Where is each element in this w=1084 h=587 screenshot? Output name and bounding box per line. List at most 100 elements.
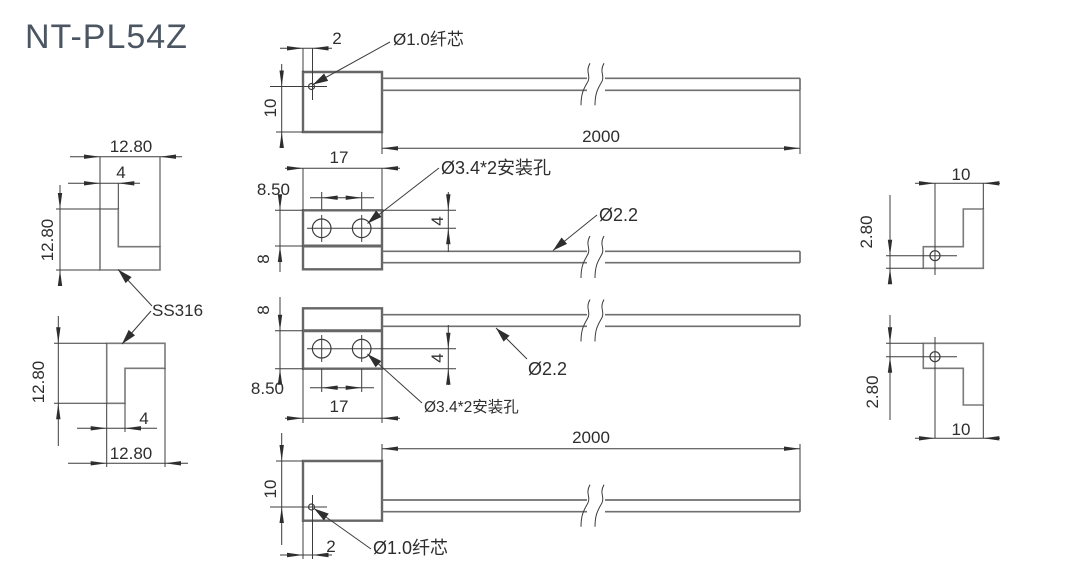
dimension-arrowhead: [277, 194, 283, 211]
dimension-arrowhead: [919, 436, 935, 441]
dimension-arrowhead: [56, 327, 61, 344]
dimension-arrowhead: [382, 446, 398, 451]
dimension-arrowhead: [279, 507, 284, 523]
dimension-arrowhead: [84, 154, 100, 159]
label-material: SS316: [152, 301, 203, 320]
leader-arrowhead: [367, 210, 382, 224]
dimension-arrowhead: [312, 46, 329, 51]
dim-hole-edge-lower: 4: [428, 353, 447, 362]
dim-plate-height-lower: 8: [254, 305, 273, 314]
leader-arrowhead: [553, 237, 568, 251]
dim-head-height-bottom: 10: [261, 480, 280, 499]
dimension-arrowhead: [784, 446, 800, 451]
dimension-arrowhead: [279, 445, 284, 461]
dimension-arrowhead: [382, 146, 398, 151]
dimension-arrowhead: [321, 385, 338, 390]
label-fiber-core-top: Ø1.0纤芯: [393, 30, 464, 49]
dim-bracket-width-lower: 12.80: [110, 444, 153, 463]
dimension-arrowhead: [279, 132, 284, 148]
end-view-upper: [886, 182, 1000, 282]
dim-hole-spacing-lower: 8.50: [251, 379, 284, 398]
dim-fiber-offset-bottom: 2: [326, 537, 335, 556]
leader-arrowhead: [122, 329, 136, 344]
dimension-arrowhead: [160, 154, 176, 159]
label-cable-diameter-upper: Ø2.2: [599, 205, 638, 225]
label-cable-diameter-lower: Ø2.2: [528, 359, 567, 379]
leader-arrowhead: [496, 328, 510, 342]
top-view-dimensions: [270, 41, 801, 154]
dimension-arrowhead: [90, 426, 107, 431]
dimension-arrowhead: [887, 356, 893, 373]
leader-arrowhead: [367, 354, 382, 368]
dimension-arrowhead: [277, 246, 283, 262]
dim-bracket-width-upper: 12.80: [110, 137, 153, 156]
leader-arrowhead: [313, 73, 329, 85]
dimension-text: 2 Ø1.0纤芯 10 2000 17 8.50 Ø3.4*2安装孔 4 8 Ø…: [29, 29, 970, 558]
dimension-arrowhead: [165, 461, 181, 466]
label-mounting-holes-upper: Ø3.4*2安装孔: [441, 158, 551, 178]
dim-cable-length-bottom: 2000: [572, 428, 610, 447]
dimension-arrowhead: [446, 368, 451, 385]
dim-body-width-lower: 17: [330, 397, 349, 416]
dim-body-width-upper: 17: [330, 148, 349, 167]
top-view-part: [301, 63, 801, 134]
dimension-arrowhead: [382, 416, 398, 421]
dimension-arrowhead: [57, 193, 63, 209]
dim-hole-spacing-upper: 8.50: [257, 180, 290, 199]
dimension-arrowhead: [446, 194, 451, 211]
dim-bracket-leg-lower: 4: [139, 409, 148, 428]
label-mounting-holes-lower: Ø3.4*2安装孔: [424, 398, 519, 416]
dimension-arrowhead: [446, 332, 451, 349]
label-fiber-core-bottom: Ø1.0纤芯: [373, 538, 448, 558]
dimension-arrowhead: [983, 181, 1000, 186]
upper-side-view-part: [301, 209, 801, 279]
dimension-arrowhead: [277, 314, 283, 331]
dimension-arrowhead: [90, 461, 107, 466]
dim-bracket-leg-upper: 4: [116, 163, 125, 182]
leader-arrowhead: [118, 269, 132, 284]
dimension-arrowhead: [287, 166, 303, 171]
end-view-lower: [886, 315, 1000, 439]
dimension-arrowhead: [784, 146, 800, 151]
dimension-arrowhead: [321, 195, 338, 200]
dim-cable-length-top: 2000: [582, 127, 620, 146]
bottom-view-part: [301, 459, 801, 527]
dimension-arrowhead: [84, 181, 100, 186]
bottom-view-dimensions: [270, 433, 801, 559]
dimension-arrowhead: [919, 181, 935, 186]
dimension-arrowhead: [279, 70, 284, 87]
dimension-arrowhead: [887, 239, 893, 256]
dim-hole-edge-upper: 4: [428, 216, 447, 225]
dimension-arrowhead: [345, 195, 362, 200]
dim-side-width-upper: 10: [952, 165, 971, 184]
bracket-lower-view: [54, 269, 188, 467]
dim-head-height-top: 10: [261, 99, 280, 118]
dimension-arrowhead: [125, 426, 141, 431]
dimension-arrowhead: [446, 228, 451, 245]
dimension-arrowhead: [887, 268, 893, 285]
dimension-arrowhead: [57, 270, 63, 286]
dimension-arrowhead: [312, 552, 329, 558]
dimension-arrowhead: [287, 46, 303, 51]
dim-bracket-height-lower: 12.80: [29, 361, 48, 404]
dimension-arrows: [56, 46, 1000, 558]
dimension-arrowhead: [983, 436, 1000, 441]
dimension-arrowhead: [887, 327, 893, 344]
leader-arrowhead: [314, 508, 329, 521]
bracket-upper-view: [56, 156, 182, 283]
dim-plate-height-upper: 8: [254, 254, 273, 263]
dimension-arrowhead: [287, 552, 303, 558]
dim-fiber-offset-top: 2: [332, 29, 341, 48]
dimension-arrowhead: [56, 403, 61, 420]
dimension-arrowhead: [287, 416, 303, 421]
dim-side-thickness-lower: 2.80: [863, 375, 882, 408]
drawing-title: NT-PL54Z: [25, 18, 188, 56]
dimension-arrowhead: [277, 368, 283, 385]
dim-side-width-lower: 10: [952, 420, 971, 439]
dimension-arrowhead: [118, 181, 135, 186]
dim-side-thickness-upper: 2.80: [857, 215, 876, 248]
dimension-arrowhead: [382, 166, 398, 171]
dimension-arrowhead: [345, 385, 362, 390]
